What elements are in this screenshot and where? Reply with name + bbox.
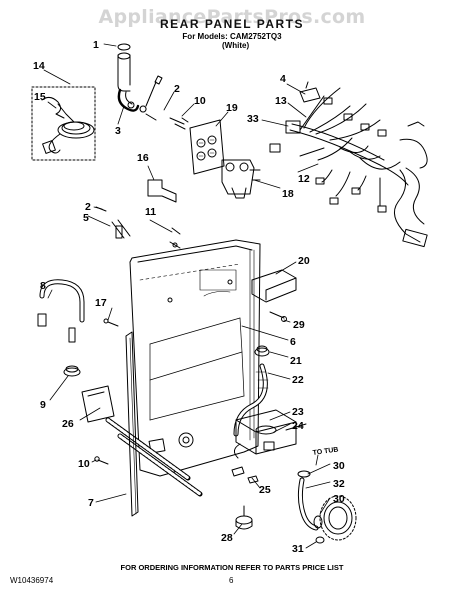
callout-21: 21 bbox=[290, 355, 302, 367]
ordering-note: FOR ORDERING INFORMATION REFER TO PARTS … bbox=[120, 563, 344, 572]
callout-7: 7 bbox=[88, 497, 94, 509]
callout-9: 9 bbox=[40, 399, 46, 411]
part-29-screw bbox=[269, 311, 287, 322]
callout-3: 3 bbox=[115, 125, 121, 137]
part-21-clamp bbox=[254, 345, 270, 357]
callout-33: 33 bbox=[247, 113, 259, 125]
part-15-power-cord bbox=[31, 86, 96, 161]
callout-30b: 30 bbox=[333, 493, 345, 505]
callout-2b: 2 bbox=[85, 201, 91, 213]
callout-31: 31 bbox=[292, 543, 304, 555]
callout-20: 20 bbox=[298, 255, 310, 267]
part-23-24-pump bbox=[234, 409, 307, 459]
part-12-wire-harness bbox=[269, 87, 428, 248]
callout-17: 17 bbox=[95, 297, 107, 309]
to-tub-label: TO TUB bbox=[312, 446, 339, 457]
callout-29: 29 bbox=[293, 319, 305, 331]
part-6-rear-panel bbox=[129, 239, 261, 477]
part-9-clamp bbox=[63, 365, 81, 377]
part-10-screw-lower bbox=[94, 456, 109, 465]
page-title: REAR PANEL PARTS bbox=[159, 17, 304, 31]
leader-lines bbox=[43, 43, 331, 549]
callout-24: 24 bbox=[292, 420, 304, 432]
callout-1: 1 bbox=[93, 39, 99, 51]
part-28-foot bbox=[235, 505, 253, 530]
part-30-32-tub-hose bbox=[297, 470, 357, 544]
callout-16: 16 bbox=[137, 152, 149, 164]
part-19-terminal-plate bbox=[189, 119, 225, 175]
part-26-motor bbox=[81, 385, 203, 497]
part-2-10-screws-upper bbox=[139, 105, 189, 130]
part-8-hose bbox=[37, 279, 85, 343]
callout-18: 18 bbox=[282, 188, 294, 200]
part-1-3-hose-assembly bbox=[117, 43, 163, 112]
callout-2: 2 bbox=[174, 83, 180, 95]
callout-15: 15 bbox=[34, 91, 46, 103]
part-7-rail bbox=[125, 331, 139, 517]
callout-23: 23 bbox=[292, 406, 304, 418]
part-16-bracket bbox=[147, 179, 177, 203]
callout-8: 8 bbox=[40, 280, 46, 292]
callout-22: 22 bbox=[292, 374, 304, 386]
callout-25: 25 bbox=[259, 484, 271, 496]
callout-11: 11 bbox=[145, 206, 156, 218]
callout-12: 12 bbox=[298, 173, 310, 185]
callout-28: 28 bbox=[221, 532, 233, 544]
callout-4: 4 bbox=[280, 73, 286, 85]
watermark: AppliancePartsPros.com bbox=[98, 6, 366, 28]
page-number: 6 bbox=[229, 576, 234, 585]
callout-6: 6 bbox=[290, 336, 296, 348]
callout-13: 13 bbox=[275, 95, 287, 107]
callout-labels: 1 14 15 2 10 3 19 4 13 33 16 12 18 2 11 … bbox=[33, 39, 345, 555]
callout-30: 30 bbox=[333, 460, 345, 472]
part-11-screw bbox=[169, 227, 181, 249]
part-18-valve bbox=[221, 159, 261, 199]
callout-32: 32 bbox=[333, 478, 345, 490]
part-4-clip bbox=[299, 81, 321, 103]
callout-14: 14 bbox=[33, 60, 45, 72]
models-line: For Models: CAM2752TQ3 bbox=[182, 32, 282, 41]
callout-5: 5 bbox=[83, 212, 89, 224]
part-20-bracket bbox=[251, 269, 297, 303]
callout-10: 10 bbox=[194, 95, 206, 107]
part-2-5-strap bbox=[95, 206, 131, 239]
color-line: (White) bbox=[222, 41, 250, 50]
callout-26: 26 bbox=[62, 418, 74, 430]
part-22-drain-hose bbox=[233, 363, 269, 437]
callout-10b: 10 bbox=[78, 458, 90, 470]
part-25-clips bbox=[231, 466, 259, 484]
callout-19: 19 bbox=[226, 102, 238, 114]
part-17-screw bbox=[103, 318, 119, 327]
document-number: W10436974 bbox=[10, 576, 54, 585]
